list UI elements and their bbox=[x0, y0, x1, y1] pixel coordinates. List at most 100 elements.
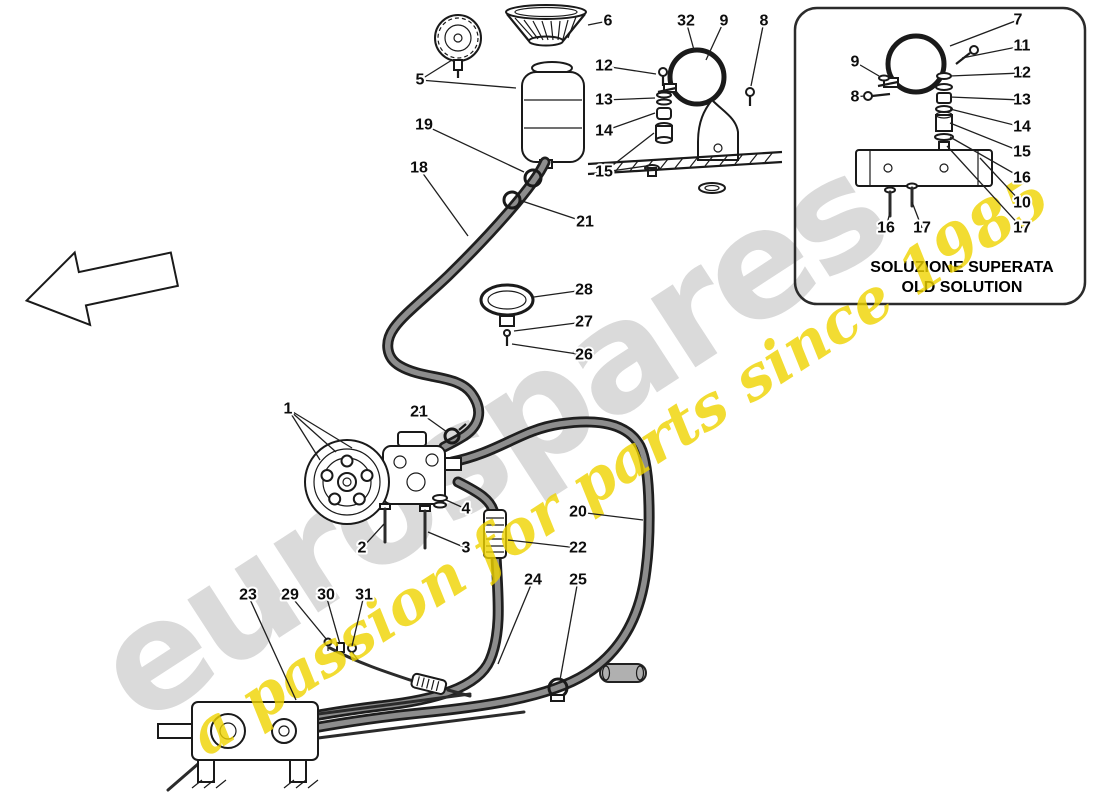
inset-title-line1: SOLUZIONE SUPERATA bbox=[870, 259, 1054, 276]
part-callout-14[interactable]: 14 bbox=[1011, 117, 1033, 138]
leader-line-part-9 bbox=[854, 61, 880, 77]
part-callout-24[interactable]: 24 bbox=[522, 570, 544, 591]
part-callout-12[interactable]: 12 bbox=[593, 56, 615, 77]
cable-clip-30 bbox=[336, 642, 345, 653]
leader-line-part-1 bbox=[287, 408, 353, 449]
leader-line-part-17 bbox=[911, 201, 923, 229]
leader-line-part-31 bbox=[351, 594, 365, 647]
part-callout-3[interactable]: 3 bbox=[460, 538, 473, 559]
part-callout-12[interactable]: 12 bbox=[1011, 63, 1033, 84]
return-hose bbox=[256, 416, 655, 744]
leader-line-part-10 bbox=[979, 157, 1023, 204]
part-callout-9[interactable]: 9 bbox=[849, 52, 862, 73]
part-callout-13[interactable]: 13 bbox=[1011, 90, 1033, 111]
part-callout-4[interactable]: 4 bbox=[460, 499, 473, 520]
leader-line-part-19 bbox=[423, 124, 525, 173]
inset-border bbox=[793, 6, 1087, 306]
part-callout-11[interactable]: 11 bbox=[1012, 36, 1033, 57]
part-callout-28[interactable]: 28 bbox=[573, 280, 595, 301]
part-callout-17[interactable]: 17 bbox=[911, 218, 933, 239]
leader-line-part-20 bbox=[577, 511, 644, 521]
leader-line-part-30 bbox=[325, 594, 341, 645]
part-callout-21[interactable]: 21 bbox=[574, 212, 596, 233]
leader-line-part-21 bbox=[418, 411, 448, 433]
ribbed-coupling bbox=[483, 509, 507, 559]
leader-line-part-13 bbox=[949, 96, 1023, 101]
part-callout-15[interactable]: 15 bbox=[1011, 142, 1033, 163]
part-callout-29[interactable]: 29 bbox=[279, 585, 301, 606]
strainer-part bbox=[505, 4, 587, 47]
part-callout-13[interactable]: 13 bbox=[593, 90, 615, 111]
leader-line-part-7 bbox=[949, 19, 1019, 47]
leader-line-part-17 bbox=[946, 145, 1023, 229]
inset-bracket-plate bbox=[855, 149, 993, 187]
leader-line-part-12 bbox=[603, 65, 657, 75]
lower-bracket-assembly bbox=[157, 692, 526, 792]
part-callout-19[interactable]: 19 bbox=[413, 115, 435, 136]
floor-panel bbox=[587, 150, 783, 194]
leader-line-part-12 bbox=[949, 72, 1023, 77]
leader-line-part-9 bbox=[705, 20, 725, 61]
reservoir-feed-hose bbox=[382, 156, 551, 453]
leader-line-part-28 bbox=[533, 289, 585, 298]
leader-line-part-24 bbox=[497, 579, 534, 665]
part-callout-21[interactable]: 21 bbox=[408, 402, 430, 423]
leader-line-part-27 bbox=[513, 321, 585, 332]
reservoir-clamp-bracket bbox=[644, 47, 755, 177]
control-cable bbox=[323, 637, 472, 698]
part-callout-32[interactable]: 32 bbox=[675, 11, 697, 32]
part-callout-26[interactable]: 26 bbox=[573, 345, 595, 366]
part-callout-8[interactable]: 8 bbox=[849, 87, 862, 108]
hose-clamp-19 bbox=[523, 168, 543, 188]
pump-washer-4 bbox=[432, 494, 448, 502]
part-callout-20[interactable]: 20 bbox=[567, 502, 589, 523]
direction-arrow bbox=[24, 250, 180, 327]
part-callout-18[interactable]: 18 bbox=[408, 158, 430, 179]
part-callout-10[interactable]: 10 bbox=[1011, 193, 1033, 214]
lower-hose-clamp bbox=[547, 677, 569, 702]
leader-line-part-23 bbox=[247, 594, 297, 701]
part-callout-22[interactable]: 22 bbox=[567, 538, 589, 559]
leader-line-part-29 bbox=[289, 594, 328, 641]
part-callout-2[interactable]: 2 bbox=[356, 538, 369, 559]
part-callout-1[interactable]: 1 bbox=[282, 399, 295, 420]
leader-line-part-3 bbox=[427, 531, 467, 549]
part-callout-31[interactable]: 31 bbox=[353, 585, 375, 606]
part-callout-5[interactable]: 5 bbox=[414, 70, 427, 91]
part-callout-7[interactable]: 7 bbox=[1012, 10, 1025, 31]
leader-line-part-2 bbox=[361, 523, 385, 549]
part-callout-27[interactable]: 27 bbox=[573, 312, 595, 333]
leader-line-part-5 bbox=[419, 59, 453, 81]
part-callout-14[interactable]: 14 bbox=[593, 121, 615, 142]
hose-clamp-21b bbox=[443, 427, 461, 445]
leader-line-part-13 bbox=[603, 97, 656, 101]
leader-line-part-32 bbox=[685, 20, 695, 51]
leader-line-part-6 bbox=[587, 20, 609, 26]
part-callout-8[interactable]: 8 bbox=[758, 11, 771, 32]
leader-line-part-4 bbox=[445, 499, 467, 510]
part-callout-25[interactable]: 25 bbox=[567, 570, 589, 591]
part-callout-15[interactable]: 15 bbox=[593, 162, 615, 183]
leader-line-part-14 bbox=[949, 108, 1023, 128]
leader-line-part-16 bbox=[949, 136, 1023, 179]
leader-line-part-15 bbox=[949, 122, 1023, 153]
stub-tube bbox=[599, 663, 647, 683]
leader-line-part-26 bbox=[511, 343, 585, 356]
reservoir-cap-part bbox=[434, 14, 482, 78]
part-callout-9[interactable]: 9 bbox=[718, 11, 731, 32]
inset-title-line2: OLD SOLUTION bbox=[902, 279, 1023, 296]
pump-assembly bbox=[304, 423, 467, 550]
part-callout-17[interactable]: 17 bbox=[1011, 218, 1033, 239]
part-callout-23[interactable]: 23 bbox=[237, 585, 259, 606]
old-solution-inset: SOLUZIONE SUPERATA OLD SOLUTION bbox=[793, 6, 1087, 306]
part-callout-16[interactable]: 16 bbox=[1011, 168, 1033, 189]
leader-line-part-15 bbox=[603, 132, 655, 173]
reservoir-part bbox=[521, 61, 585, 169]
leader-line-part-8 bbox=[854, 95, 865, 98]
part-callout-6[interactable]: 6 bbox=[602, 11, 615, 32]
leader-line-part-5 bbox=[419, 79, 517, 89]
leader-line-part-22 bbox=[507, 539, 579, 549]
part-callout-30[interactable]: 30 bbox=[315, 585, 337, 606]
part-callout-16[interactable]: 16 bbox=[875, 218, 897, 239]
